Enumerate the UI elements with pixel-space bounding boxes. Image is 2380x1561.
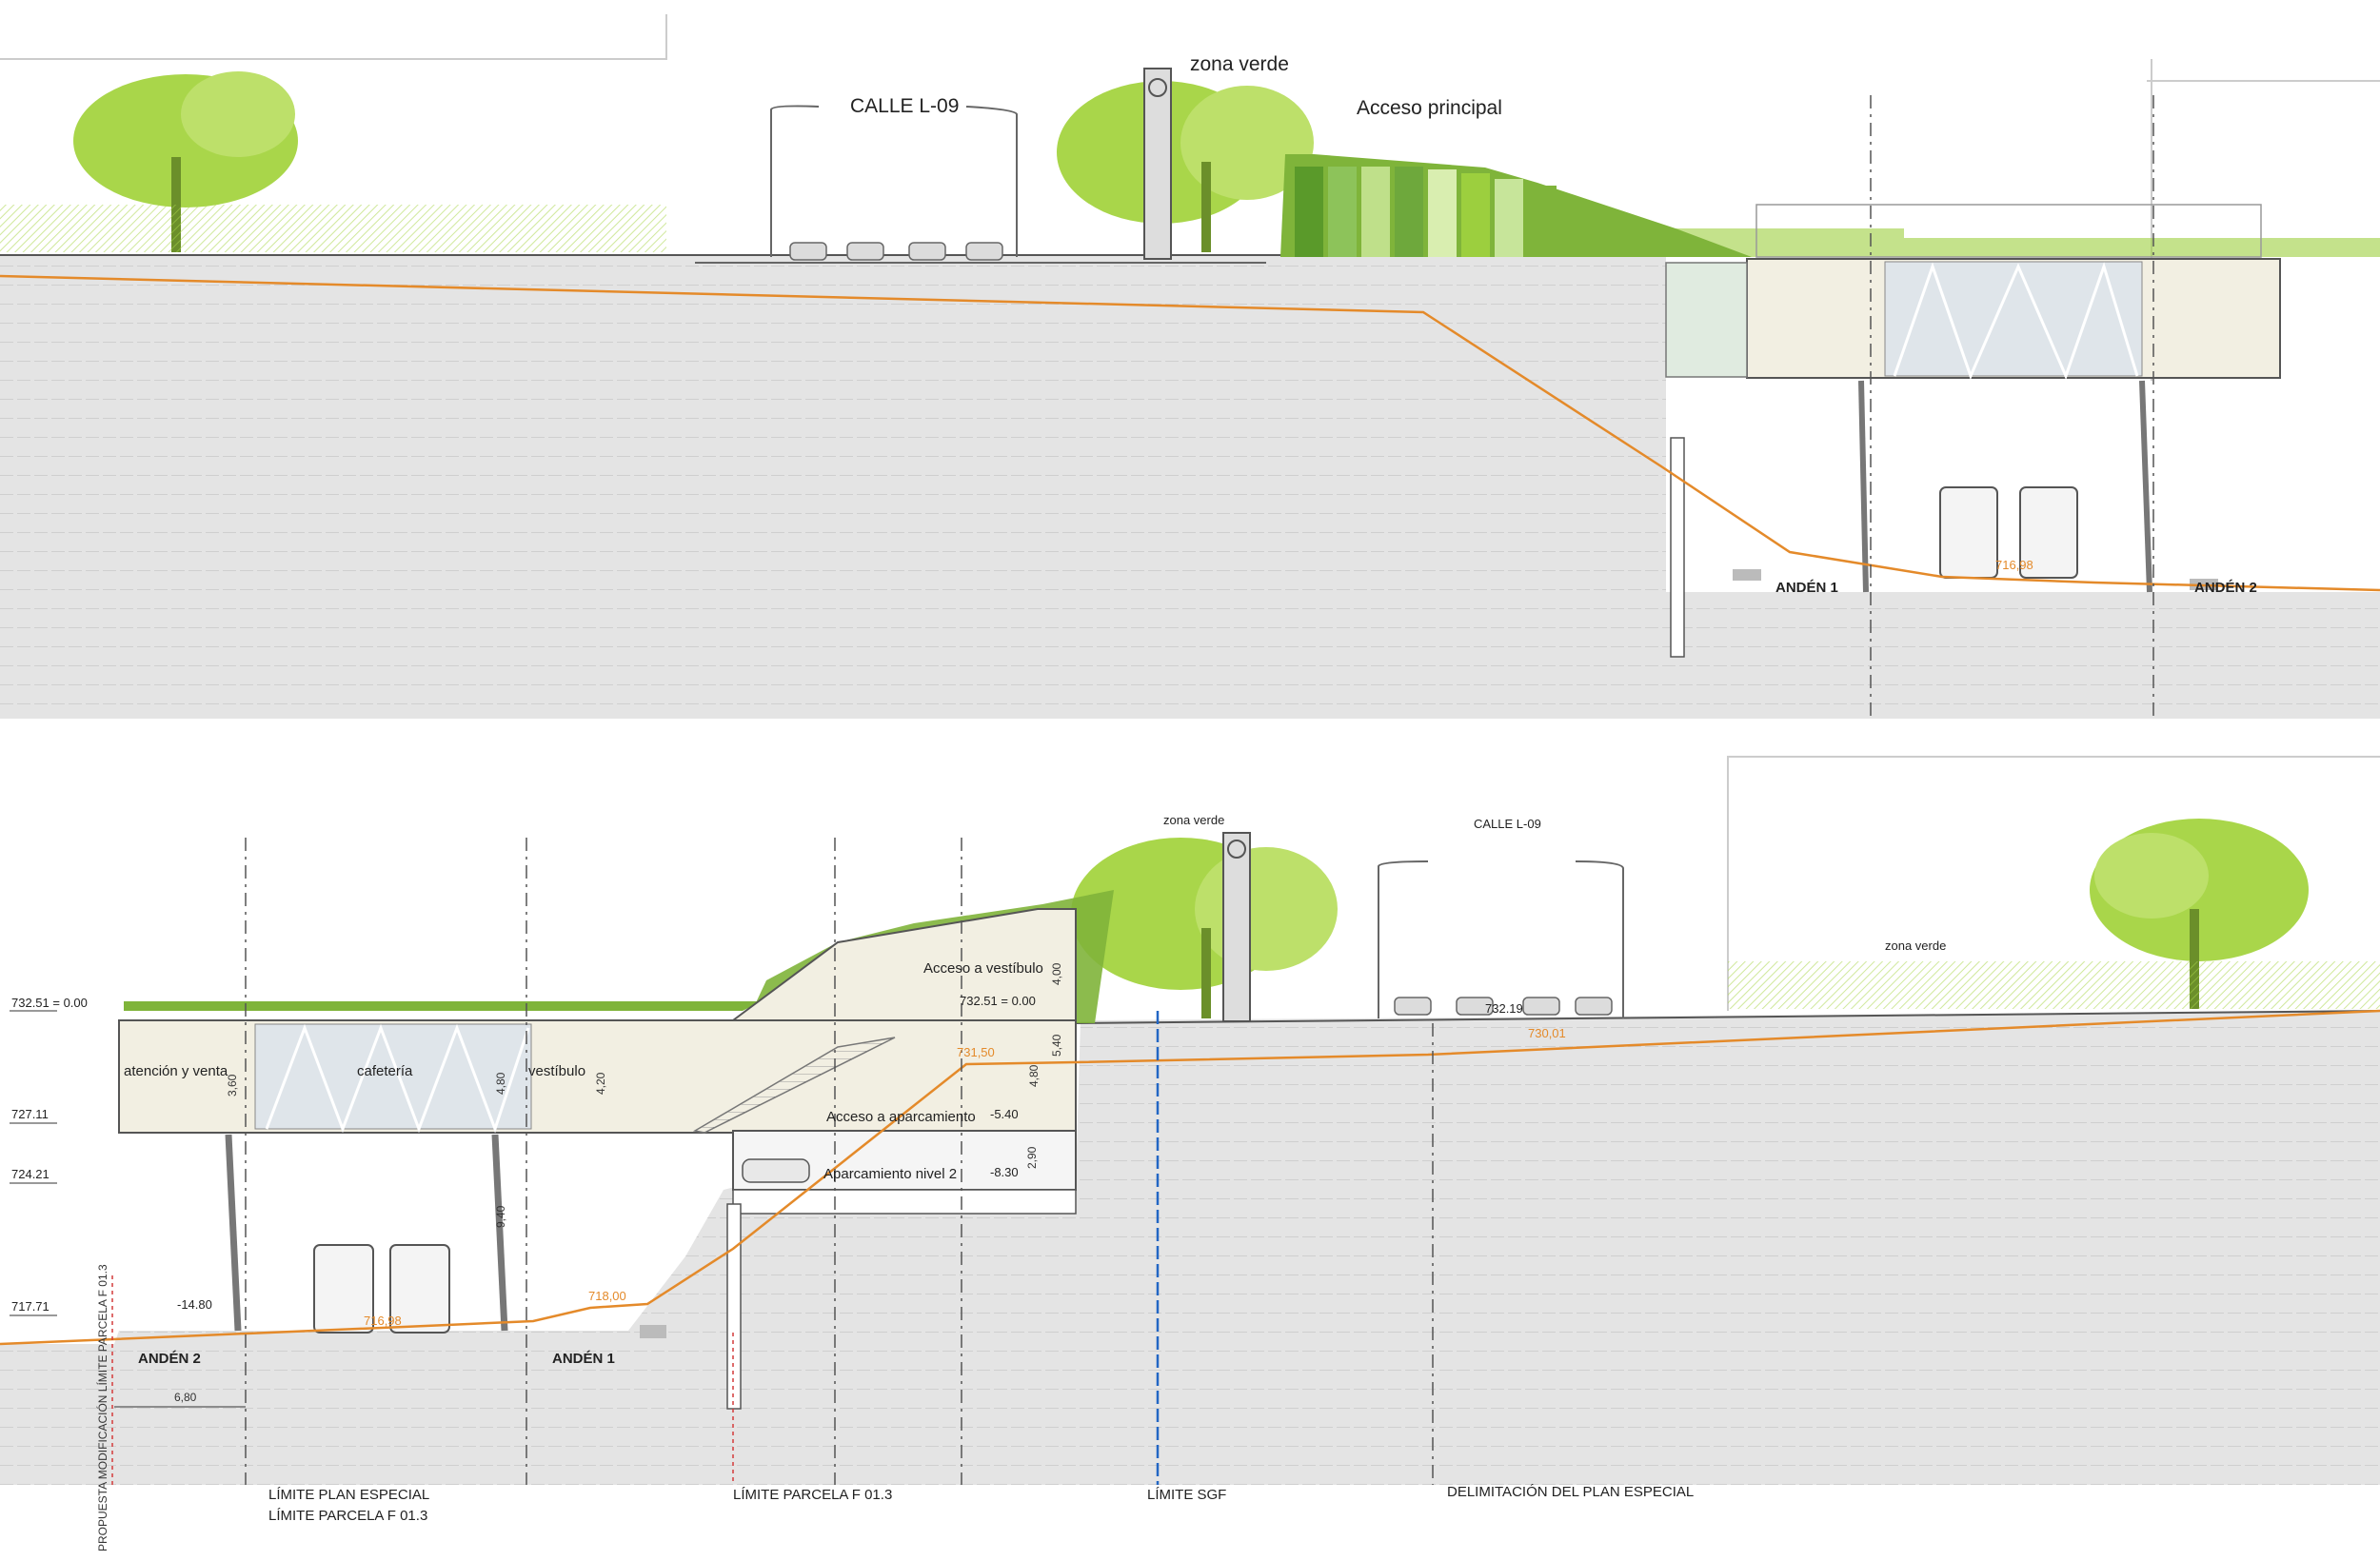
space-attention-sales: atención y venta: [124, 1063, 228, 1079]
top-ground-mass: [0, 255, 2380, 719]
dim-400: 4,00: [1050, 962, 1063, 985]
bottom-background-building: [1727, 756, 2380, 1011]
orange-level-3: 718,00: [588, 1289, 626, 1303]
space-vestibule-access: Acceso a vestíbulo: [923, 960, 1043, 977]
orange-level-4: 716,98: [364, 1314, 402, 1328]
dim-680: 6,80: [174, 1391, 197, 1404]
level-parking-2: -8.30: [990, 1165, 1019, 1179]
bottom-street-label: CALLE L-09: [1474, 817, 1541, 831]
limit-parcel-a: LÍMITE PARCELA F 01.3: [268, 1508, 427, 1524]
top-axes: [1870, 95, 2154, 719]
dim-290: 2,90: [1025, 1146, 1039, 1169]
top-buses: [1939, 486, 2078, 579]
dim-540: 5,40: [1050, 1034, 1063, 1057]
top-platform-2: ANDÉN 2: [2194, 580, 2257, 596]
parking-car: [742, 1158, 810, 1183]
limit-proposal-vertical: PROPUESTA MODIFICACIÓN LÍMITE PARCELA F …: [95, 1264, 109, 1551]
level-platform: -14.80: [177, 1297, 212, 1312]
bottom-section: 732.51 = 0.00 727.11 724.21 717.71 atenc…: [0, 756, 2380, 1551]
limit-plan-special: LÍMITE PLAN ESPECIAL: [268, 1487, 429, 1503]
top-section: CALLE L-09 zona verde Acceso principal A…: [0, 14, 2380, 719]
top-green-zone-label: zona verde: [1190, 53, 1289, 75]
space-cafeteria: cafetería: [357, 1063, 413, 1079]
level-ref-mid: 732.51 = 0.00: [960, 994, 1036, 1008]
space-parking-level-2: Aparcamiento nivel 2: [823, 1166, 957, 1182]
top-platform-1: ANDÉN 1: [1775, 580, 1838, 596]
dim-360: 3,60: [226, 1074, 239, 1097]
top-station-building: [1665, 204, 2281, 658]
limit-special-plan-delim: DELIMITACIÓN DEL PLAN ESPECIAL: [1447, 1484, 1694, 1500]
top-green-stripes: [1295, 167, 1557, 257]
bottom-buses: [313, 1244, 450, 1334]
top-street-label: CALLE L-09: [850, 95, 959, 117]
level-ref-left: 732.51 = 0.00: [11, 996, 88, 1010]
dim-480a: 4,80: [494, 1072, 507, 1095]
top-main-access-label: Acceso principal: [1357, 97, 1502, 119]
limit-sgf: LÍMITE SGF: [1147, 1487, 1226, 1503]
top-street: [695, 105, 1266, 264]
dim-480b: 4,80: [1027, 1064, 1041, 1087]
bottom-axes: [245, 838, 1434, 1485]
space-vestibule: vestíbulo: [528, 1063, 585, 1079]
level-marks-left: [10, 1010, 57, 1316]
level-724: 724.21: [11, 1167, 50, 1181]
top-cars: [789, 242, 1003, 261]
bottom-ground-mass: [0, 1011, 2380, 1485]
level-street: 732.19: [1485, 1001, 1523, 1016]
top-terrain-line: [0, 274, 2380, 592]
bottom-green-zone-left: zona verde: [1163, 813, 1224, 827]
bottom-street: [1378, 860, 1624, 1018]
space-parking-access: Acceso a aparcamiento: [826, 1109, 976, 1125]
top-totem: [1143, 68, 1172, 260]
bottom-totem: [1222, 832, 1251, 1022]
dim-940: 9,40: [494, 1205, 507, 1228]
top-trees: [0, 71, 2380, 257]
top-track-level: 716,98: [1995, 558, 2033, 572]
bottom-terrain-line: [0, 1009, 2380, 1346]
bottom-cars: [1394, 997, 1613, 1016]
bottom-green-zone-right: zona verde: [1885, 939, 1946, 953]
orange-level-2: 730,01: [1528, 1026, 1566, 1040]
limit-parcel-b: LÍMITE PARCELA F 01.3: [733, 1487, 892, 1503]
bottom-trees: [124, 819, 2380, 1018]
level-parking-access: -5.40: [990, 1107, 1019, 1121]
top-pit-floor: [1666, 592, 2380, 719]
bottom-platform-2: ANDÉN 2: [138, 1351, 201, 1367]
level-717: 717.71: [11, 1299, 50, 1314]
bottom-platform-1: ANDÉN 1: [552, 1351, 615, 1367]
dim-420: 4,20: [594, 1072, 607, 1095]
orange-level-1: 731,50: [957, 1045, 995, 1059]
bottom-station-building: [118, 908, 1077, 1410]
level-727: 727.11: [11, 1107, 49, 1121]
